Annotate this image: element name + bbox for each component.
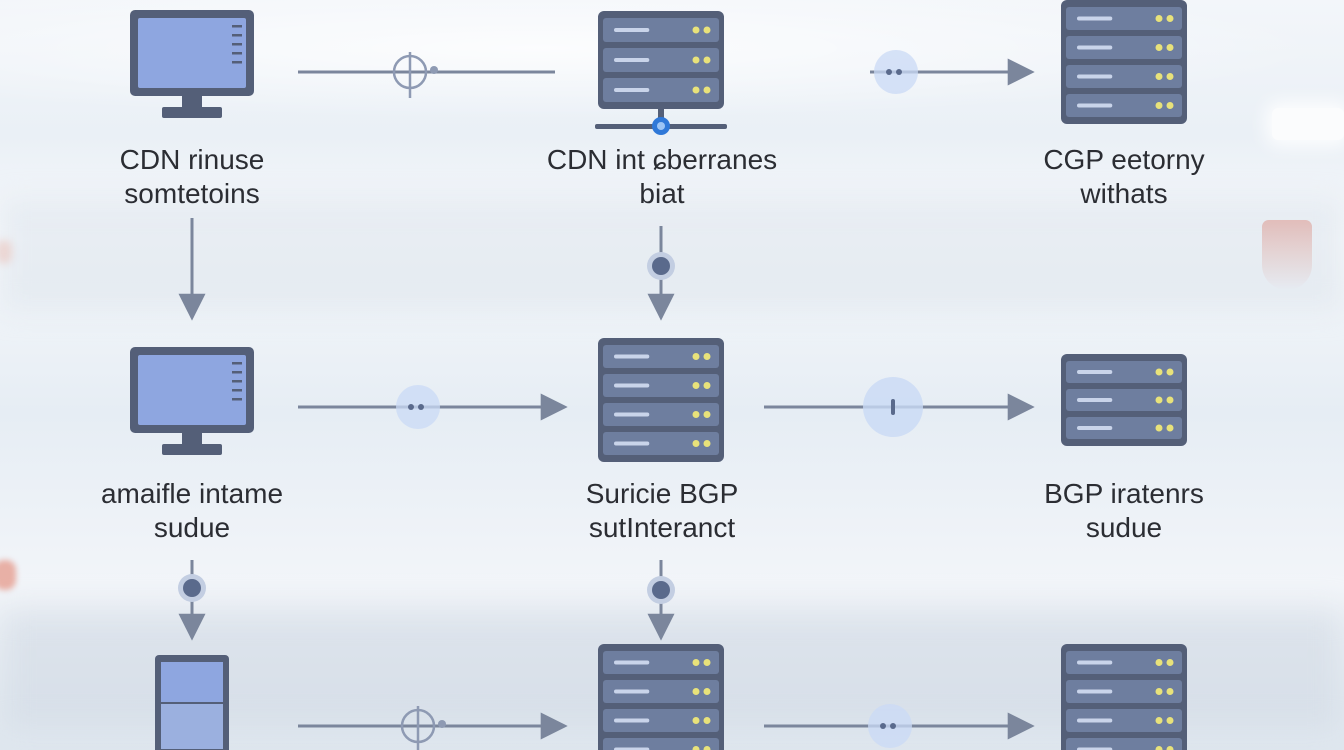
nodes [130,0,1187,750]
edge-n5-n6 [764,377,1035,437]
label-n1: CDN rinuse somtetoins [32,143,352,211]
label-n5-line2: sutInteranct [588,512,736,543]
label-n1-line2: somtetoins [124,178,260,209]
edge-n4-n5 [298,385,568,429]
label-n4-line2: sudue [153,512,231,543]
edge-n4-n7 [178,560,206,641]
node-n5-server-4-icon [598,338,724,462]
edge-n2-n3 [870,50,1035,94]
node-icon [178,574,206,602]
node-n1-monitor-icon [130,10,254,118]
connector-icon [400,706,446,750]
label-n3-line2: withats [1080,178,1168,209]
edge-n8-n9 [764,704,1035,748]
node-n3-server-4-icon [1061,0,1187,124]
node-n9-server-4-icon [1061,644,1187,750]
edge-n1-n2 [298,52,555,98]
label-n1-line1: CDN rinuse [119,144,265,175]
info-icon [863,377,923,437]
label-n2-line1: CDN int ɕberranes [546,144,778,175]
node-icon [647,576,675,604]
edge-n2-n5 [647,226,675,321]
label-n6: BGP iratenrs sudue [964,477,1284,545]
dot-icon [868,704,912,748]
node-icon [647,252,675,280]
edge-n5-n8 [647,560,675,641]
dot-icon [396,385,440,429]
label-n6-line2: sudue [1085,512,1163,543]
label-n2: CDN int ɕberranes biat [502,143,822,211]
node-n7-tower-icon [155,655,229,750]
label-n6-line1: BGP iratenrs [1044,478,1204,509]
node-n2-server-network-icon [595,11,727,135]
label-n2-line2: biat [639,178,685,209]
node-n8-server-4-icon [598,644,724,750]
label-n5-line1: Suricie BGP [585,478,739,509]
label-n4-line1: amaifle intame [100,478,284,509]
node-n6-server-3-icon [1061,354,1187,446]
edges [178,50,1035,750]
label-n4: amaifle intame sudue [32,477,352,545]
label-n3-line1: CGP eetorny [1043,144,1205,175]
node-n4-monitor-icon [130,347,254,455]
edge-n7-n8 [298,706,568,750]
label-n3: CGP eetorny withats [964,143,1284,211]
connector-icon [392,52,438,98]
dot-icon [874,50,918,94]
label-n5: Suricie BGP sutInteranct [502,477,822,545]
